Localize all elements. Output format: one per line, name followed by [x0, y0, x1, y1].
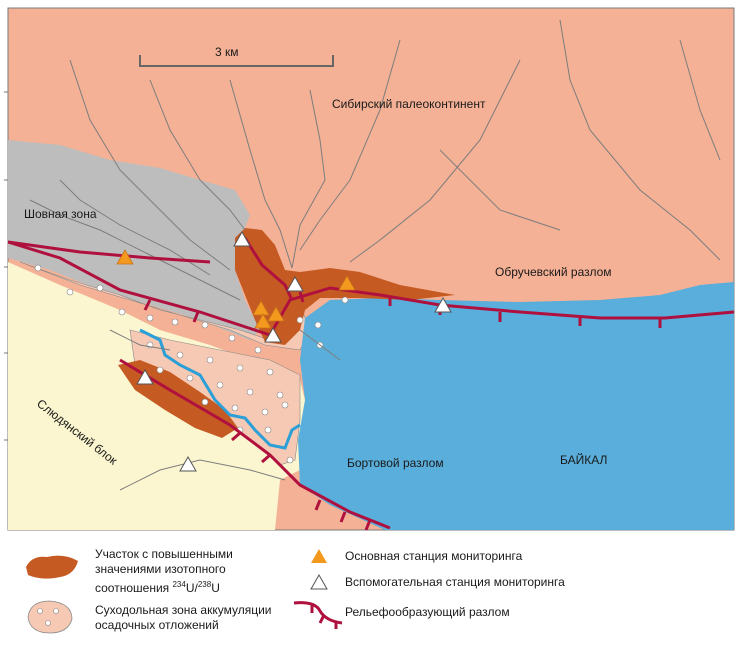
- aux-station-marker: [434, 296, 452, 313]
- dry-zone-dot: [236, 364, 244, 372]
- dry-zone-dot: [228, 334, 236, 342]
- legend-aux-station: Вспомогательная станция мониторинга: [345, 575, 565, 589]
- main-station-swatch: [311, 549, 327, 563]
- dry-zone-dot: [171, 318, 179, 326]
- fault-lines: [7, 237, 735, 531]
- dry-zone-dot: [176, 351, 184, 359]
- main-stations: [116, 249, 356, 329]
- main-station-marker: [267, 306, 285, 322]
- dry-zone-dot: [118, 308, 126, 316]
- dry-zone-dot: [254, 346, 262, 354]
- left-ticks: [4, 91, 8, 441]
- dry-zone-dot: [201, 321, 209, 329]
- dry-zone-dot: [266, 368, 274, 376]
- dry-zone-dot: [261, 408, 269, 416]
- label-suture: Шовная зона: [24, 207, 97, 221]
- dry-zone-dot: [96, 284, 104, 292]
- fault-suture: [7, 240, 211, 264]
- elevated-zone-swatch: [26, 555, 78, 579]
- river: [139, 328, 301, 450]
- dry-zone-dot: [296, 316, 304, 324]
- fault-obruchev: [7, 240, 735, 337]
- geologic-map: 3 км Сибирский палеоконтинент Шовная зон…: [4, 7, 735, 531]
- dry-zone-dot: [186, 374, 194, 382]
- dry-zone-dot: [264, 426, 272, 434]
- drainage-lines: [29, 19, 721, 491]
- dry-zone-dot: [216, 381, 224, 389]
- legend-fault: Рельефообразующий разлом: [345, 605, 510, 619]
- suture-zone-area: [8, 140, 260, 340]
- dry-zone-dot: [314, 321, 322, 329]
- aux-stations: [136, 230, 452, 472]
- dry-zone-dot: [66, 288, 74, 296]
- dry-zone-dot: [246, 388, 254, 396]
- label-siberian: Сибирский палеоконтинент: [332, 97, 486, 111]
- dry-zone-dot: [281, 401, 289, 409]
- dry-zone-dot: [206, 356, 214, 364]
- fault-inner: [243, 237, 294, 301]
- dry-zone-dot: [231, 404, 239, 412]
- legend-elevated-text: Участок с повышенными значениями изотопн…: [95, 547, 233, 595]
- dry-zone-dots: [34, 264, 349, 464]
- main-station-marker: [338, 275, 356, 291]
- main-station-marker: [252, 300, 270, 316]
- dry-zone-dot: [341, 296, 349, 304]
- scale-bar: [139, 55, 334, 67]
- legend-dry-text: Суходольная зона аккумуляции осадочных о…: [95, 603, 272, 632]
- legend-main-station: Основная станция мониторинга: [345, 549, 523, 563]
- label-baikal: БАЙКАЛ: [560, 452, 607, 467]
- dry-zone-dot: [286, 456, 294, 464]
- aux-station-marker: [136, 368, 154, 385]
- dry-zone-swatch: [27, 600, 73, 634]
- aux-station-marker: [179, 455, 197, 472]
- aux-station-marker: [233, 230, 251, 247]
- label-obruchev: Обручевский разлом: [495, 265, 612, 279]
- scale-bar-label: 3 км: [215, 45, 239, 59]
- main-station-marker: [254, 313, 272, 329]
- legend: Участок с повышенными значениями изотопн…: [0, 535, 740, 645]
- lake-baikal-area: [298, 282, 734, 530]
- aux-station-marker: [264, 326, 282, 343]
- fault-swatch: [293, 601, 343, 629]
- aux-station-swatch: [310, 573, 328, 590]
- aux-station-marker: [286, 275, 304, 292]
- dry-zone-dot: [34, 264, 42, 272]
- dry-zone-dot: [276, 391, 284, 399]
- dry-zone-dot: [146, 314, 154, 322]
- dry-zone-dot: [201, 398, 209, 406]
- main-station-marker: [116, 249, 134, 265]
- label-bortovoy: Бортовой разлом: [347, 456, 444, 470]
- dry-zone-dot: [156, 366, 164, 374]
